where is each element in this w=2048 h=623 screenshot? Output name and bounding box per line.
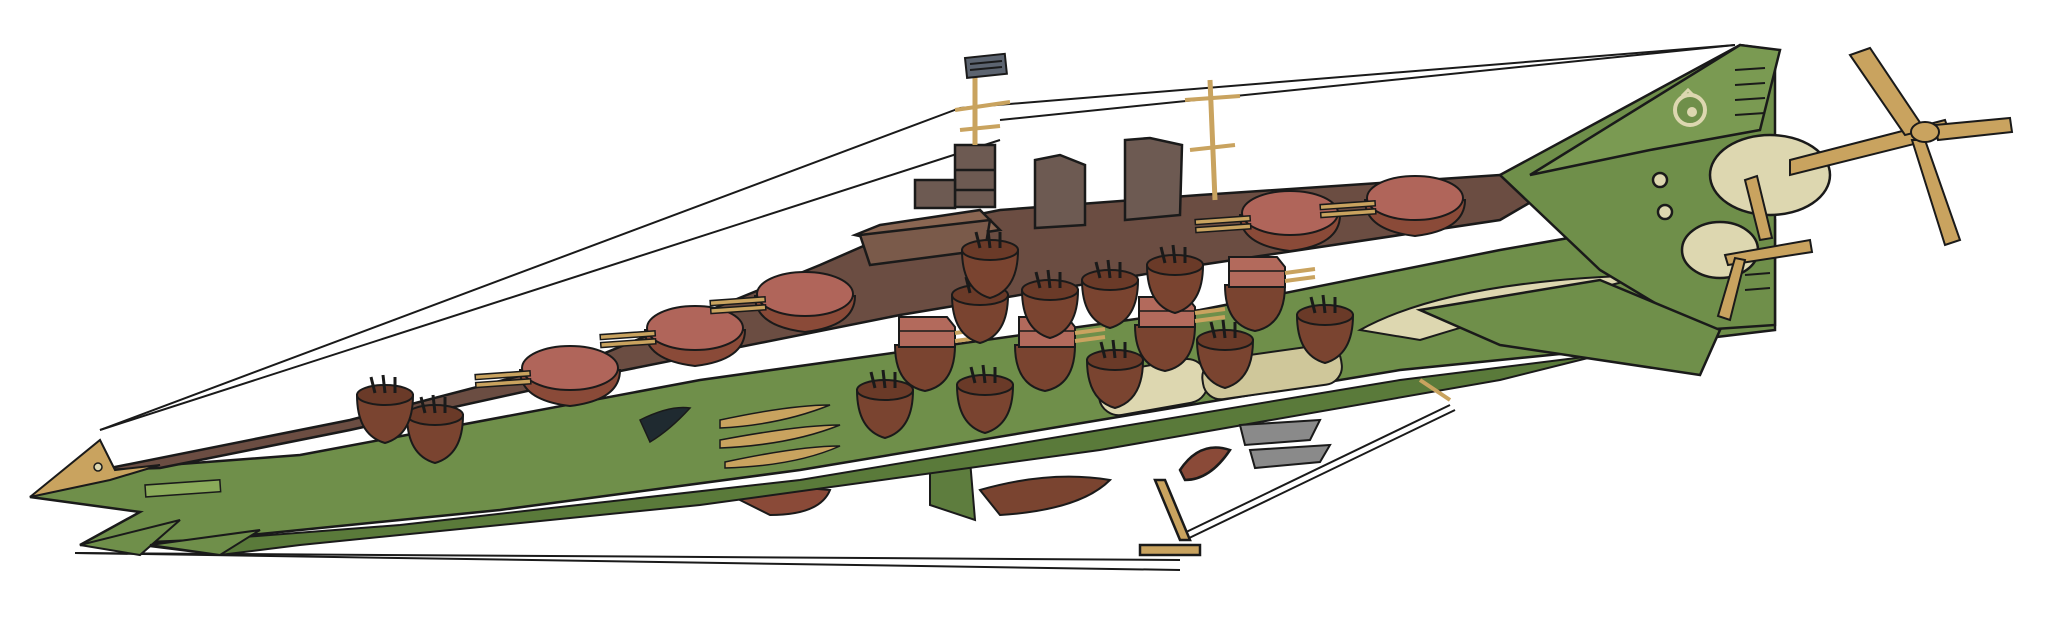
- funnels: [1033, 136, 1184, 230]
- bridge-tower: [850, 60, 1011, 267]
- landing-strut: [1138, 446, 1232, 557]
- emblem-icon: [1673, 87, 1707, 127]
- propeller-icon: [1716, 46, 2014, 322]
- rear-mast: [1184, 79, 1241, 201]
- radar-icon: [963, 52, 1008, 79]
- rigging-lines: [74, 44, 1736, 571]
- under-apparatus: [1238, 378, 1452, 470]
